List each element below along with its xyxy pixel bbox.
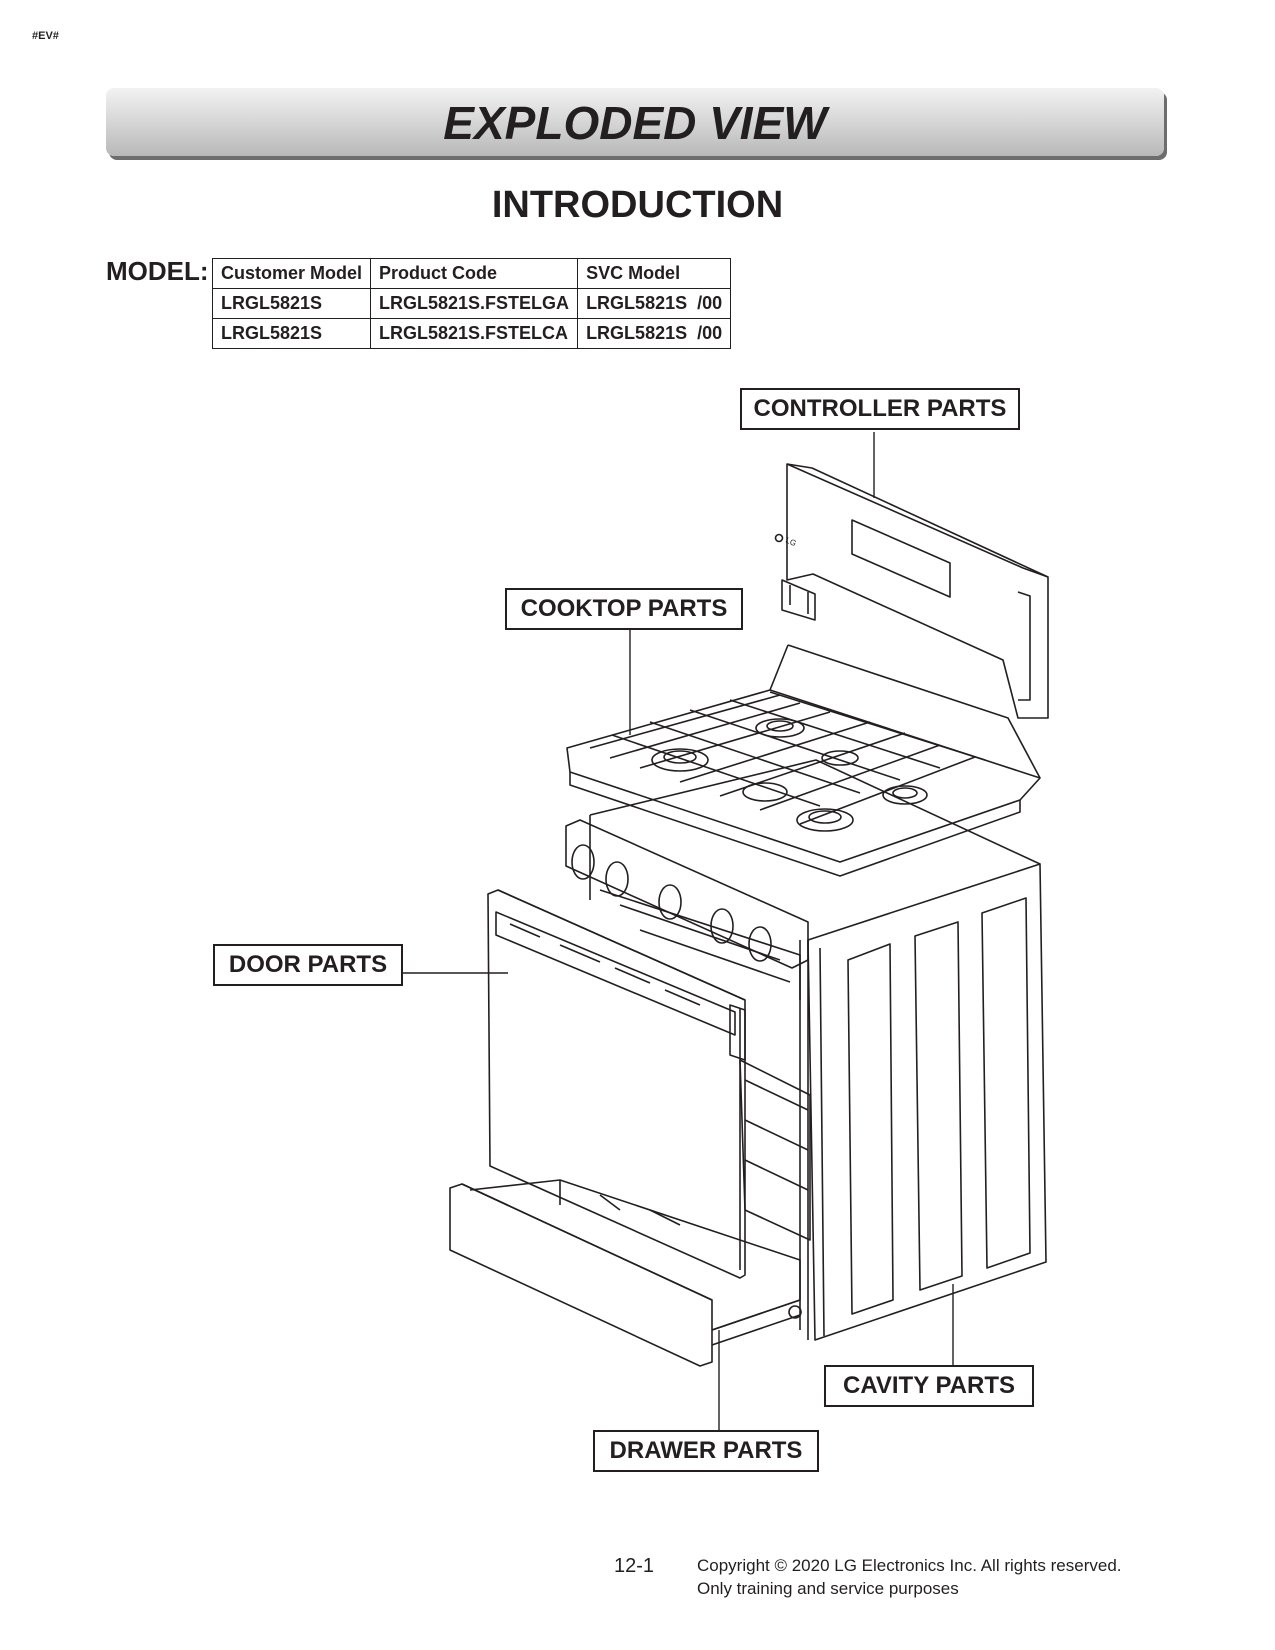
- cell-product-code: LRGL5821S.FSTELCA: [370, 318, 579, 349]
- cell-customer-model: LRGL5821S: [211, 318, 372, 349]
- model-label: MODEL:: [106, 256, 209, 286]
- table-row: LRGL5821S LRGL5821S.FSTELCA LRGL5821S /0…: [211, 318, 732, 349]
- door-parts-label: DOOR PARTS: [213, 944, 403, 986]
- lg-logo: LG: [784, 536, 797, 549]
- cell-svc-model: LRGL5821S /00: [577, 318, 732, 349]
- usage-note: Only training and service purposes: [697, 1579, 959, 1598]
- section-title: INTRODUCTION: [491, 184, 784, 226]
- drawer-parts-label: DRAWER PARTS: [593, 1430, 819, 1472]
- header-customer-model: Customer Model: [211, 258, 372, 289]
- header-product-code: Product Code: [370, 258, 579, 289]
- document-tag: #EV#: [32, 30, 59, 42]
- table-row: LRGL5821S LRGL5821S.FSTELGA LRGL5821S /0…: [211, 288, 732, 319]
- oven-door: [487, 889, 746, 1279]
- cavity-parts-label: CAVITY PARTS: [824, 1365, 1034, 1407]
- title-banner: EXPLODED VIEW: [106, 88, 1164, 156]
- controller-parts-label: CONTROLLER PARTS: [740, 388, 1020, 430]
- storage-drawer: [449, 1179, 802, 1367]
- controller-panel: LG: [774, 463, 1049, 719]
- page-number: 12-1: [614, 1555, 655, 1577]
- banner-title: EXPLODED VIEW: [443, 97, 827, 149]
- table-header-row: Customer Model Product Code SVC Model: [211, 258, 732, 289]
- cavity-body: [589, 759, 1047, 1341]
- copyright-text: Copyright © 2020 LG Electronics Inc. All…: [697, 1556, 1122, 1575]
- cell-svc-model: LRGL5821S /00: [577, 288, 732, 319]
- leader-lines: [402, 432, 954, 1437]
- model-table: Customer Model Product Code SVC Model LR…: [211, 258, 732, 349]
- cell-product-code: LRGL5821S.FSTELGA: [370, 288, 579, 319]
- cooktop-parts-label: COOKTOP PARTS: [505, 588, 743, 630]
- cooktop-assembly: [566, 644, 1041, 877]
- footer-text: Copyright © 2020 LG Electronics Inc. All…: [697, 1554, 1122, 1600]
